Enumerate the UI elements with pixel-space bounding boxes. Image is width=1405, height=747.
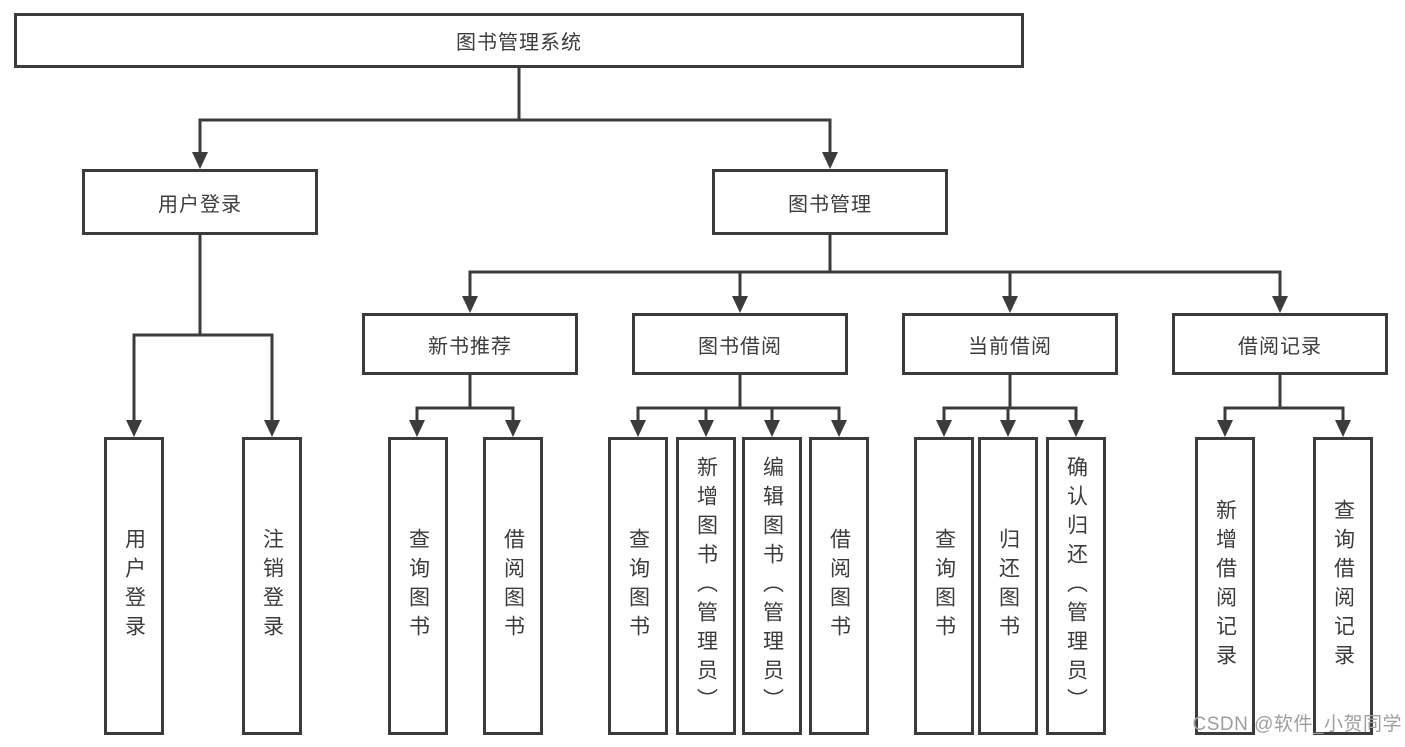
arrow-down-icon xyxy=(192,152,208,169)
arrow-down-icon xyxy=(822,152,838,169)
leaf-label: 查询图书 xyxy=(626,528,650,644)
leaf-label: 借阅图书 xyxy=(827,528,851,644)
leaf-query-books-borrowing: 查询图书 xyxy=(608,437,668,735)
leaf-borrow-books-recommend: 借阅图书 xyxy=(483,437,543,735)
arrow-down-icon xyxy=(1000,420,1016,437)
leaf-label: 归还图书 xyxy=(996,528,1020,644)
arrow-down-icon xyxy=(1217,420,1233,437)
node-book-borrowing: 图书借阅 xyxy=(632,313,848,375)
leaf-label: 新增借阅记录 xyxy=(1213,499,1237,673)
arrow-down-icon xyxy=(698,420,714,437)
arrow-down-icon xyxy=(264,420,280,437)
arrow-down-icon xyxy=(1335,420,1351,437)
arrow-down-icon xyxy=(505,420,521,437)
leaf-confirm-return-admin: 确认归还（管理员） xyxy=(1046,437,1106,735)
leaf-label: 查询图书 xyxy=(406,528,430,644)
leaf-add-borrow-record: 新增借阅记录 xyxy=(1195,437,1255,735)
arrow-down-icon xyxy=(732,296,748,313)
arrow-down-icon xyxy=(409,420,425,437)
leaf-label: 查询图书 xyxy=(932,528,956,644)
leaf-edit-book-admin: 编辑图书（管理员） xyxy=(742,437,802,735)
arrowheads xyxy=(126,152,1351,437)
leaf-query-books-current: 查询图书 xyxy=(914,437,974,735)
leaf-logout: 注销登录 xyxy=(242,437,302,735)
node-current-borrowing: 当前借阅 xyxy=(902,313,1118,375)
arrow-down-icon xyxy=(630,420,646,437)
leaf-label: 注销登录 xyxy=(260,528,284,644)
watermark: CSDN @软件_小贺同学 xyxy=(1192,714,1402,735)
arrow-down-icon xyxy=(1002,296,1018,313)
arrow-down-icon xyxy=(462,296,478,313)
leaf-label: 编辑图书（管理员） xyxy=(760,455,784,717)
arrow-down-icon xyxy=(936,420,952,437)
node-book-management: 图书管理 xyxy=(712,169,948,235)
leaf-borrow-books: 借阅图书 xyxy=(809,437,869,735)
arrow-down-icon xyxy=(1068,420,1084,437)
leaf-return-book: 归还图书 xyxy=(978,437,1038,735)
leaf-query-borrow-record: 查询借阅记录 xyxy=(1313,437,1373,735)
arrow-down-icon xyxy=(831,420,847,437)
node-borrowing-records: 借阅记录 xyxy=(1172,313,1388,375)
leaf-user-login: 用户登录 xyxy=(104,437,164,735)
node-new-book-recommendation: 新书推荐 xyxy=(362,313,578,375)
leaf-label: 查询借阅记录 xyxy=(1331,499,1355,673)
arrow-down-icon xyxy=(1272,296,1288,313)
leaf-add-book-admin: 新增图书（管理员） xyxy=(676,437,736,735)
leaf-query-books-recommend: 查询图书 xyxy=(388,437,448,735)
node-user-login: 用户登录 xyxy=(82,169,318,235)
leaf-label: 用户登录 xyxy=(122,528,146,644)
node-library-management-system: 图书管理系统 xyxy=(14,13,1024,68)
leaf-label: 借阅图书 xyxy=(501,528,525,644)
arrow-down-icon xyxy=(764,420,780,437)
connector-path xyxy=(132,68,1345,425)
leaf-label: 确认归还（管理员） xyxy=(1064,455,1088,717)
arrow-down-icon xyxy=(126,420,142,437)
leaf-label: 新增图书（管理员） xyxy=(694,455,718,717)
connector-lines xyxy=(132,68,1345,425)
